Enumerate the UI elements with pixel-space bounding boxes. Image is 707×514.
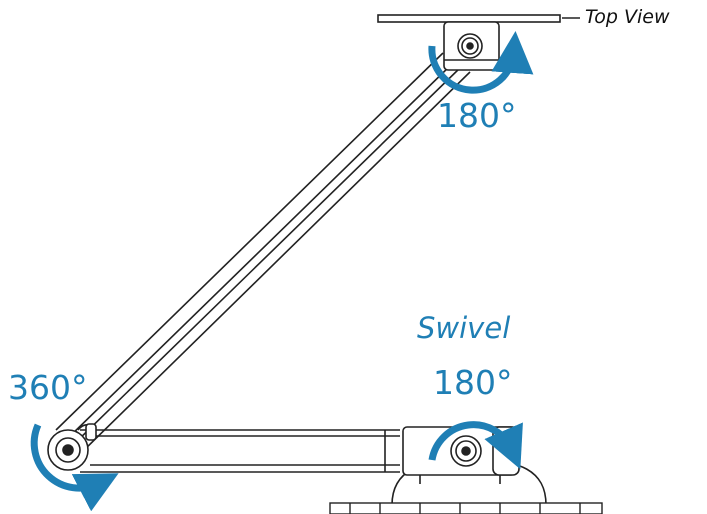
rotation-arrow-icon <box>428 421 523 470</box>
base-rotation-label: 180° <box>433 363 513 402</box>
rotation-arrow-icon <box>30 423 119 512</box>
top-plate <box>377 14 580 23</box>
top-view-label: Top View <box>585 6 670 28</box>
base-bracket <box>391 426 547 506</box>
elbow-rotation-label: 360° <box>8 368 88 407</box>
elbow-joint <box>47 423 97 471</box>
rotation-arrow-icon <box>428 31 534 94</box>
lower-arm <box>77 424 400 473</box>
top-rotation-label: 180° <box>437 96 517 135</box>
top-bracket <box>443 21 500 71</box>
upper-arm <box>55 52 471 455</box>
base-plate <box>329 502 603 514</box>
swivel-label: Swivel <box>417 311 511 345</box>
